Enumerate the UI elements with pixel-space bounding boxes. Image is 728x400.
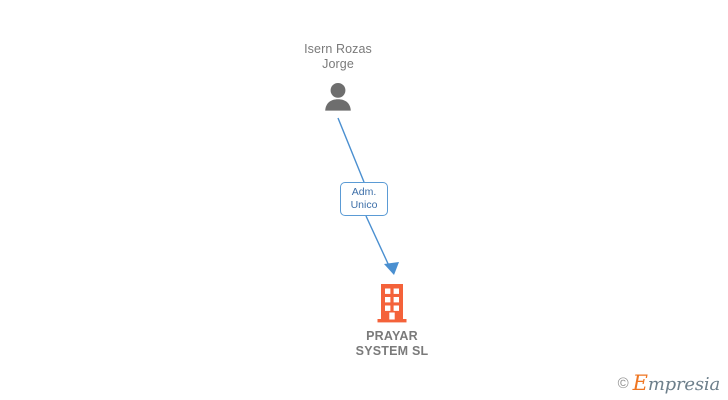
arrowhead-icon [384,262,399,275]
watermark-logo[interactable]: © Empresia [617,371,721,395]
person-icon [325,83,351,111]
person-icon-wrapper [268,79,408,111]
brand-rest-letters: mpresia [647,374,720,395]
copyright-icon: © [617,375,629,392]
company-name-label: PRAYAR SYSTEM SL [355,329,429,358]
relation-label-text: Adm. Unico [350,186,378,211]
brand-wordmark: Empresia [632,371,721,395]
relation-label-box[interactable]: Adm. Unico [340,182,388,216]
building-icon [377,284,407,323]
company-icon-wrapper [322,280,462,324]
brand-lead-letter: E [632,371,648,395]
person-node[interactable]: Isern Rozas Jorge [268,42,408,111]
connector-person-to-label [337,117,365,183]
company-node[interactable]: PRAYAR SYSTEM SL [322,280,462,359]
connector-label-to-company [365,215,391,269]
person-name-label: Isern Rozas Jorge [304,42,372,71]
